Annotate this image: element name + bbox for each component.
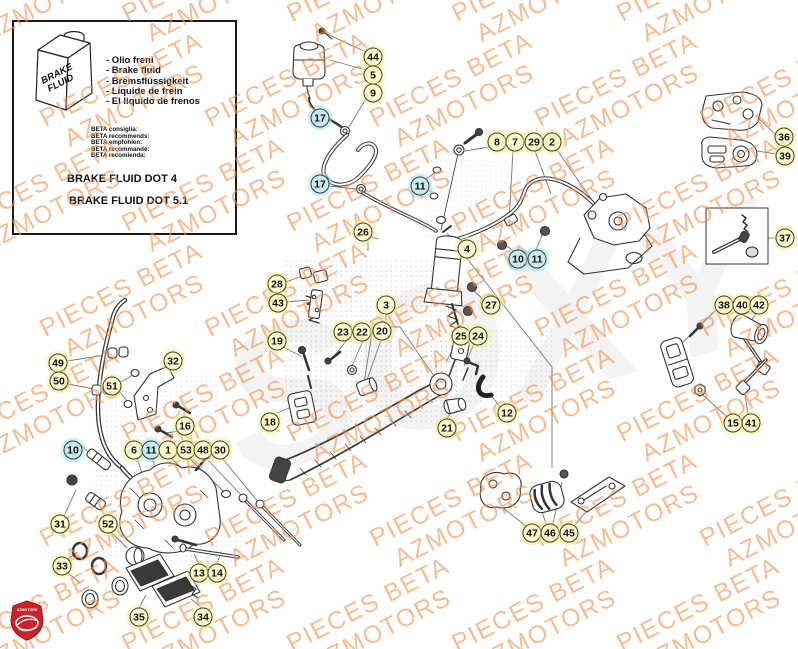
callout-41[interactable]: 41 — [741, 413, 761, 433]
recommendation: BETA recommandé: — [91, 145, 150, 153]
callout-22[interactable]: 22 — [352, 322, 372, 342]
hose-guide-39 — [701, 136, 758, 169]
callout-44[interactable]: 44 — [363, 47, 383, 67]
callout-4[interactable]: 4 — [457, 239, 477, 259]
callout-39[interactable]: 39 — [775, 146, 795, 166]
callout-36[interactable]: 36 — [774, 127, 794, 147]
azmotors-logo: AZMOTORS — [10, 600, 44, 641]
fluid-name-list: - Olio freni - Brake fluid - Bremsflüssi… — [106, 55, 200, 108]
brake-fluid-dot51-label: BRAKE FLUID DOT 5.1 — [69, 195, 189, 207]
callout-26[interactable]: 26 — [353, 222, 373, 242]
callout-7[interactable]: 7 — [505, 132, 525, 152]
recommendation: BETA recomienda: — [91, 152, 146, 160]
fluid-name: - Olio freni — [106, 55, 154, 66]
callout-24[interactable]: 24 — [468, 326, 488, 346]
callout-23[interactable]: 23 — [333, 322, 353, 342]
callout-33[interactable]: 33 — [52, 556, 72, 576]
callout-42[interactable]: 42 — [749, 295, 769, 315]
callout-21[interactable]: 21 — [437, 418, 457, 438]
callout-49[interactable]: 49 — [48, 353, 68, 373]
callout-47[interactable]: 47 — [522, 523, 542, 543]
callout-2[interactable]: 2 — [542, 132, 562, 152]
callout-5[interactable]: 5 — [363, 65, 383, 85]
recommendation: BETA empfohlen: — [91, 139, 143, 147]
callout-11[interactable]: 11 — [410, 176, 430, 196]
callout-10[interactable]: 10 — [508, 249, 528, 269]
bracket-38 — [660, 322, 704, 388]
callout-20[interactable]: 20 — [372, 321, 392, 341]
callout-50[interactable]: 50 — [49, 371, 69, 391]
callout-6[interactable]: 6 — [124, 440, 144, 460]
hose-bracket-32 — [123, 365, 192, 439]
callout-29[interactable]: 29 — [524, 132, 544, 152]
callout-17[interactable]: 17 — [310, 108, 330, 128]
callout-30[interactable]: 30 — [210, 440, 230, 460]
callout-45[interactable]: 45 — [559, 523, 579, 543]
callout-9[interactable]: 9 — [363, 83, 383, 103]
fluid-name: - Liquide de frein — [106, 85, 183, 97]
callout-17[interactable]: 17 — [310, 174, 330, 194]
recommendation: BETA recommends: — [91, 132, 150, 140]
callout-37[interactable]: 37 — [775, 228, 795, 248]
logo-text: AZMOTORS — [17, 608, 38, 612]
callout-51[interactable]: 51 — [102, 376, 122, 396]
repair-kit-37 — [705, 207, 769, 265]
callout-19[interactable]: 19 — [267, 331, 287, 351]
callout-32[interactable]: 32 — [163, 351, 183, 371]
callout-3[interactable]: 3 — [376, 295, 396, 315]
callout-28[interactable]: 28 — [267, 274, 287, 294]
callout-18[interactable]: 18 — [260, 412, 280, 432]
rear-caliper — [567, 192, 653, 275]
callout-35[interactable]: 35 — [129, 607, 149, 627]
bolt-41 — [735, 358, 768, 396]
callout-38[interactable]: 38 — [714, 295, 734, 315]
callout-8[interactable]: 8 — [487, 132, 507, 152]
callout-16[interactable]: 16 — [175, 416, 195, 436]
callout-46[interactable]: 46 — [540, 523, 560, 543]
callout-52[interactable]: 52 — [98, 514, 118, 534]
callout-31[interactable]: 31 — [50, 514, 70, 534]
fluid-name: - El liquido de frenos — [106, 96, 200, 108]
brake-fluid-bottle-icon: BRAKE FLUID — [35, 30, 93, 111]
callout-34[interactable]: 34 — [193, 607, 213, 627]
brake-fluid-info-box: BRAKE FLUID - Olio freni - Brake fluid -… — [12, 20, 237, 235]
hose-clamps-bottom — [479, 469, 626, 514]
callout-13[interactable]: 13 — [189, 563, 209, 583]
caliper-seals-pistons — [66, 474, 167, 609]
hose-clamp-36 — [701, 91, 763, 131]
callout-43[interactable]: 43 — [268, 293, 288, 313]
piston-42 — [730, 313, 769, 345]
fluid-name: - Brake fluid — [106, 65, 161, 77]
rear-brake-hose — [429, 127, 596, 251]
callout-1[interactable]: 1 — [158, 440, 178, 460]
fluid-name: - Bremsflüssigkeit — [106, 75, 189, 87]
brake-pedal — [268, 372, 453, 484]
callout-10[interactable]: 10 — [63, 440, 83, 460]
callout-14[interactable]: 14 — [207, 563, 227, 583]
callout-11[interactable]: 11 — [527, 249, 547, 269]
reservoir-assembly — [292, 27, 438, 233]
recommendation: BETA consiglia: — [91, 126, 138, 133]
nut-15 — [694, 383, 706, 397]
recommendation-list: BETA consiglia: BETA recommends: BETA em… — [91, 126, 150, 160]
front-caliper — [119, 452, 302, 554]
pedal-small-parts — [287, 266, 467, 426]
callout-15[interactable]: 15 — [723, 413, 743, 433]
callout-27[interactable]: 27 — [481, 295, 501, 315]
callout-12[interactable]: 12 — [497, 403, 517, 423]
brake-pads — [125, 535, 240, 608]
brake-fluid-dot4-label: BRAKE FLUID DOT 4 — [67, 173, 177, 185]
